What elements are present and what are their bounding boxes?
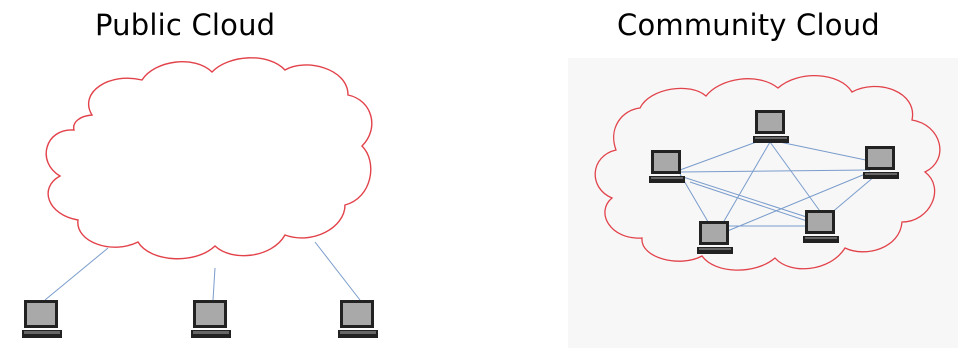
community-cloud-title: Community Cloud [617,8,880,42]
mesh-link [679,169,871,173]
mesh-link [724,171,871,233]
laptop-icon [191,300,231,338]
mesh-link [679,175,823,223]
public-link-right [314,241,361,301]
laptop-icon [803,210,839,243]
laptop-icon [649,150,685,183]
mesh-link [829,175,876,215]
mesh-link [769,141,823,215]
mesh-link [769,139,881,164]
community-cloud-shape [594,75,941,271]
mesh-link [719,141,771,229]
mesh-link [689,181,811,223]
laptop-icon [863,146,899,179]
public-link-left [44,247,109,301]
laptop-icon [22,300,62,338]
laptop-icon [753,110,789,143]
public-cloud-group [22,57,378,338]
laptop-icon [697,221,733,254]
public-cloud-title: Public Cloud [95,8,276,42]
laptop-icon [338,300,378,338]
public-cloud-shape [45,57,373,260]
public-link-middle [212,267,216,301]
community-cloud-group [594,75,941,271]
